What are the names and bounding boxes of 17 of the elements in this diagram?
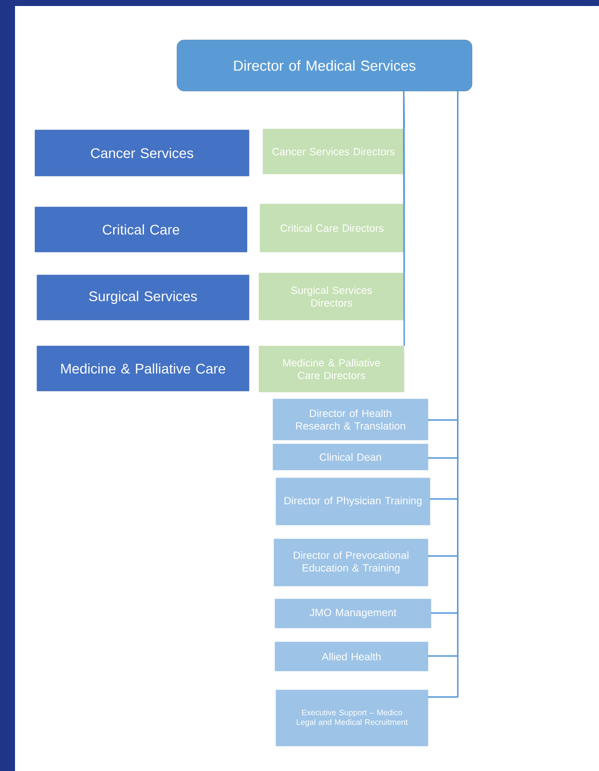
role-box: Allied Health (274, 642, 428, 672)
connector-line (403, 91, 405, 346)
director-box: Director of Medical Services (176, 40, 472, 92)
department-box: Medicine & Palliative Care (36, 346, 250, 392)
role-box: Director of Health Research & Translation (272, 398, 428, 440)
directors-box: Surgical Services Directors (258, 272, 404, 320)
directors-box: Cancer Services Directors (262, 128, 404, 174)
directors-box: Medicine & Palliative Care Directors (258, 346, 404, 392)
role-box: Executive Support – Medico Legal and Medical Recruitment (276, 690, 428, 746)
role-box: JMO Management (274, 598, 432, 628)
role-box: Clinical Dean (272, 444, 428, 470)
department-box: Cancer Services (34, 130, 250, 176)
department-box: Surgical Services (36, 274, 250, 320)
role-box: Director of Prevocational Education & Training (274, 538, 428, 586)
directors-box: Critical Care Directors (260, 204, 404, 252)
department-box: Critical Care (34, 206, 248, 252)
role-box: Director of Physician Training (276, 478, 430, 526)
